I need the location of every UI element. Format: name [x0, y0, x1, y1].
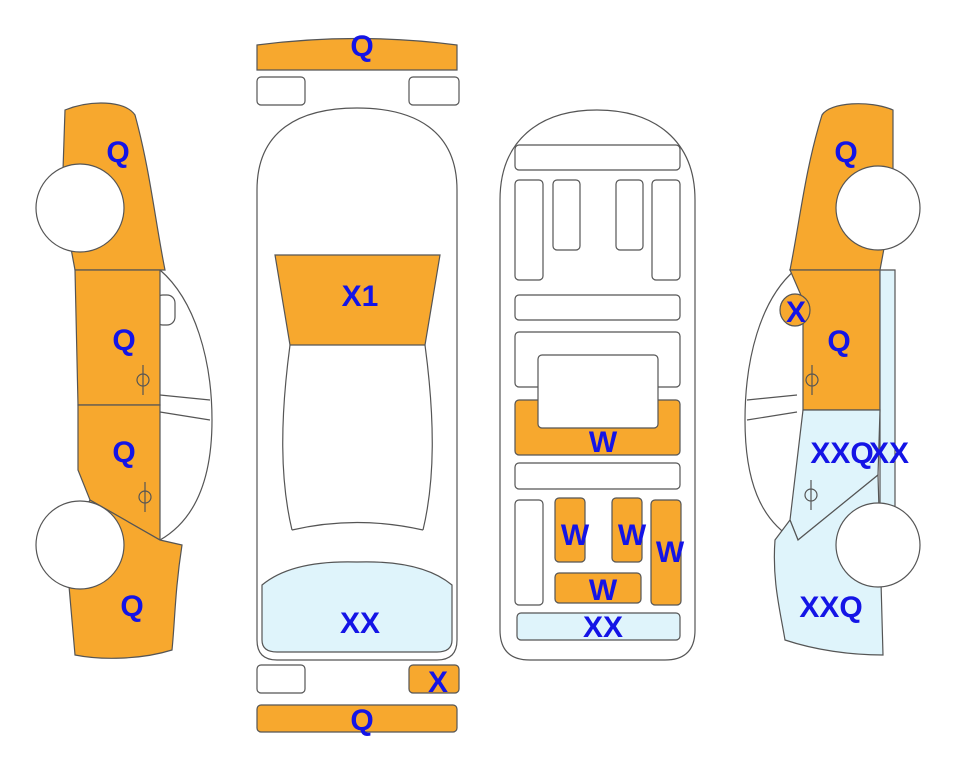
right-mirror[interactable] [779, 293, 811, 327]
damage-label: Q [106, 136, 129, 169]
damage-label: W [618, 519, 647, 552]
interior-front-seat-left[interactable] [554, 497, 586, 563]
top-view: Q X1 XX X Q [256, 30, 460, 737]
damage-label: Q [112, 324, 135, 357]
right-door-handle-icon [804, 480, 818, 510]
damage-label: XX [340, 607, 380, 640]
interior-left-side-panel[interactable] [514, 499, 544, 606]
rear-window[interactable] [261, 561, 453, 653]
car-body-top[interactable] [256, 107, 458, 661]
right-door-handle-icon [805, 365, 819, 395]
left-door-handle-icon [138, 482, 152, 512]
damage-label: XXQ [799, 591, 862, 624]
damage-label: W [589, 426, 618, 459]
right-front-wheel [835, 165, 921, 251]
right-roof-outline [744, 269, 796, 541]
damage-label: Q [350, 704, 373, 737]
interior-front-panel[interactable] [514, 144, 681, 171]
interior-front-seat-right[interactable] [611, 497, 643, 563]
damage-label: Q [350, 30, 373, 63]
interior-view: W W W W W XX [499, 109, 696, 661]
damage-label: X1 [342, 280, 379, 313]
left-roof-outline [159, 269, 213, 541]
interior-trunk-floor[interactable] [516, 612, 681, 641]
damage-label: XXQ [810, 437, 873, 470]
roof-outline [282, 344, 433, 531]
interior-left-seat-top[interactable] [552, 179, 581, 251]
damage-label: Q [834, 136, 857, 169]
damage-label: W [561, 519, 590, 552]
damage-label: Q [112, 436, 135, 469]
interior-right-side-panel[interactable] [650, 499, 682, 606]
damage-label: W [656, 536, 685, 569]
left-side-view: Q Q Q Q [35, 102, 213, 659]
interior-crossbar[interactable] [514, 294, 681, 321]
front-bumper[interactable] [256, 37, 458, 71]
left-front-wheel [35, 163, 125, 253]
right-rear-wheel [835, 502, 921, 588]
damage-label: Q [827, 325, 850, 358]
interior-rear-seat[interactable] [554, 572, 642, 604]
damage-label: Q [120, 590, 143, 623]
rear-light-left[interactable] [256, 664, 306, 694]
interior-right-seat-top[interactable] [615, 179, 644, 251]
interior-divider[interactable] [514, 462, 681, 490]
left-door-handle-icon [136, 365, 150, 395]
interior-left-front-panel[interactable] [514, 179, 544, 281]
damage-label: X [428, 666, 448, 699]
left-rear-wheel [35, 500, 125, 590]
damage-label: W [589, 574, 618, 607]
damage-label: X [786, 296, 806, 329]
damage-label: XX [583, 611, 623, 644]
damage-label: XX [869, 437, 909, 470]
right-window-line [746, 394, 798, 421]
rear-bumper[interactable] [256, 704, 458, 733]
rear-light-right[interactable] [408, 664, 460, 694]
headlight-right[interactable] [408, 76, 460, 106]
headlight-left[interactable] [256, 76, 306, 106]
left-window-line [159, 394, 211, 421]
interior-right-front-panel[interactable] [651, 179, 681, 281]
right-side-view: Q X Q XXQ XX XXQ [744, 103, 921, 656]
interior-center-display[interactable] [537, 354, 659, 429]
